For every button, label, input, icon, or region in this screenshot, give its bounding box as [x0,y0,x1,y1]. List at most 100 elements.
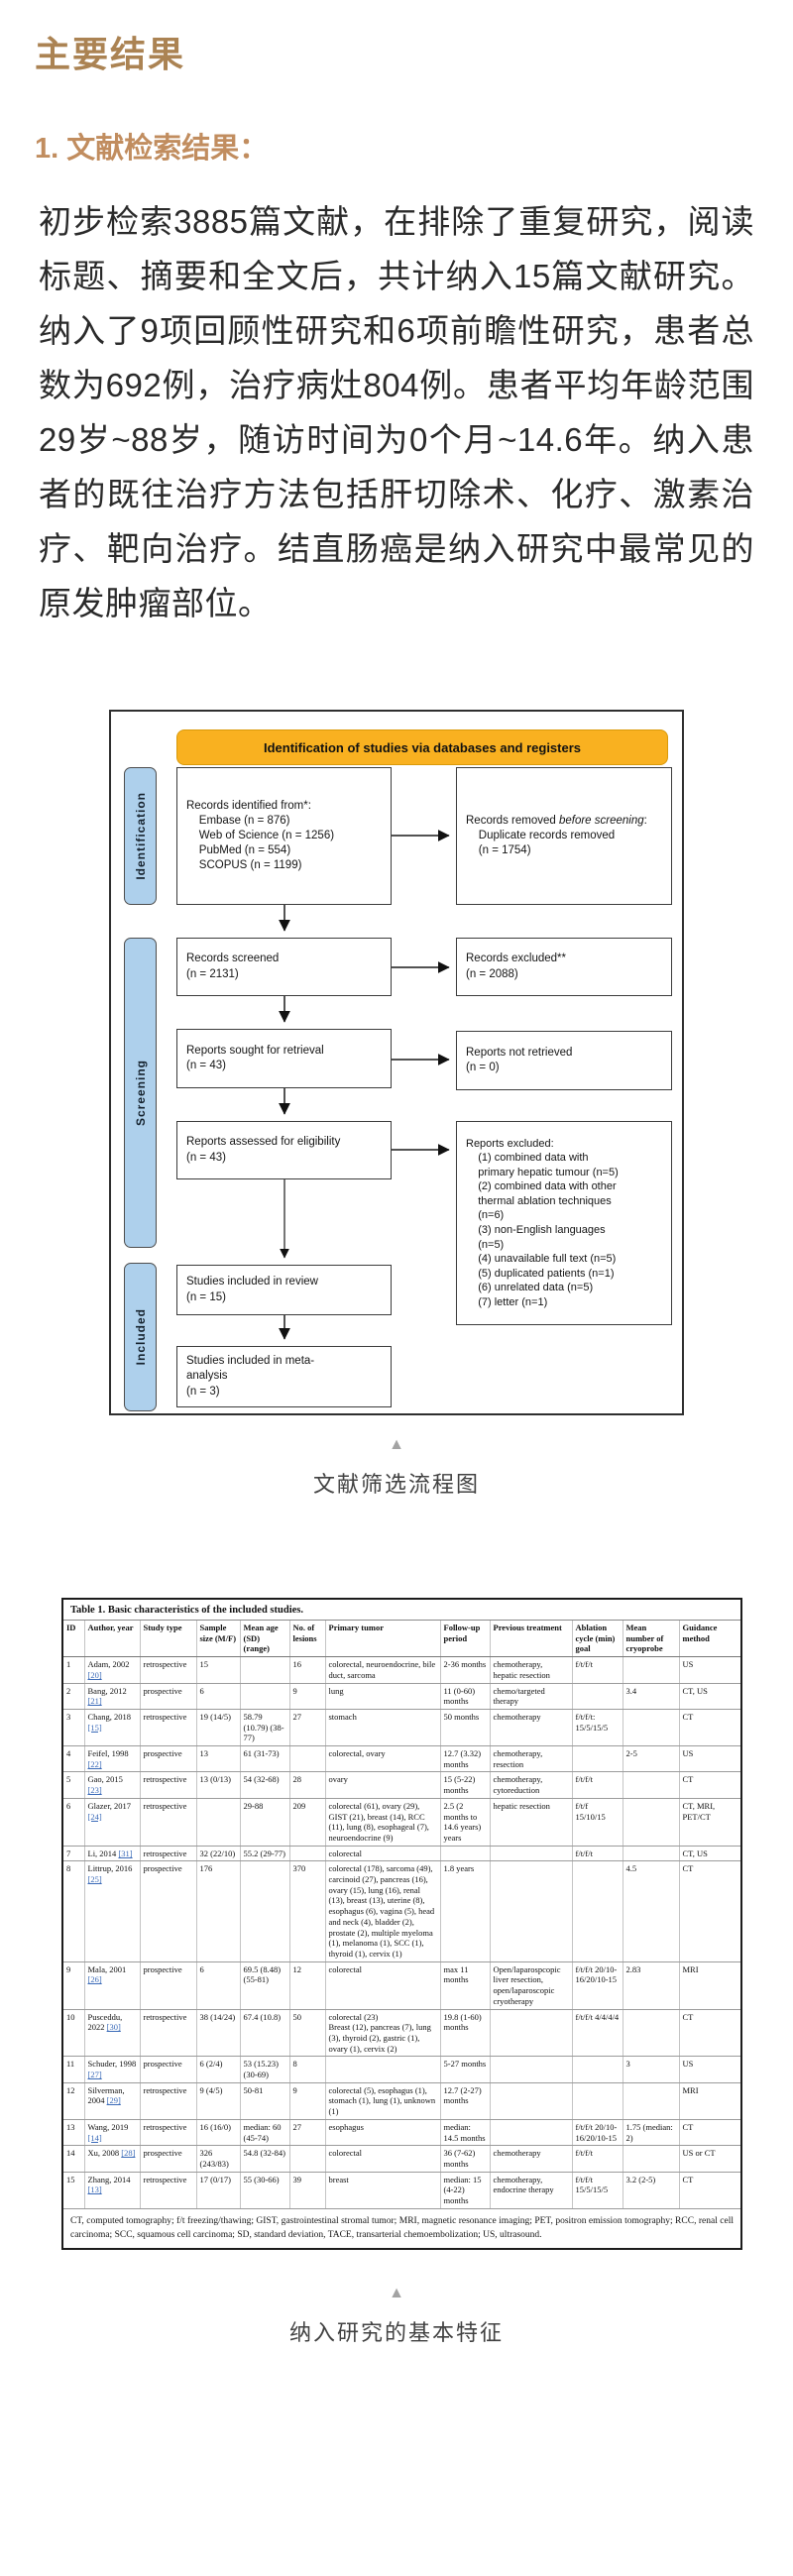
table-cell: f/t/f/t [571,1771,623,1799]
table-cell [622,1846,679,1862]
author-cell: Glazer, 2017 [24] [83,1798,140,1847]
table-cell: 27 [288,2119,325,2147]
reference-link[interactable]: [26] [87,1974,102,1985]
page-title: 主要结果 [35,35,186,74]
table-cell: 55 (30-66) [239,2172,289,2209]
table-cell: retrospective [139,1771,196,1799]
table-cell [489,2009,572,2058]
table-cell: colorectal, ovary [324,1745,440,1773]
table-cell: 15 [195,1656,240,1684]
reference-link[interactable]: [29] [106,2095,121,2106]
author-cell: Gao, 2015 [23] [83,1771,140,1799]
reference-link[interactable]: [30] [106,2022,121,2033]
table-cell: 11 (0-60) months [439,1683,490,1710]
table-cell: colorectal, neuroendocrine, bile duct, s… [324,1656,440,1684]
table-cell: 5-27 months [439,2056,490,2083]
figure1-caption-block: ▲ 文献筛选流程图 [0,1437,793,1499]
table-cell [239,1683,289,1710]
table-cell: prospective [139,1961,196,2010]
table-cell: 50 months [439,1709,490,1747]
table-cell: CT [678,2119,740,2147]
author-cell: Adam, 2002 [20] [83,1656,140,1684]
table-cell: f/t/f/t [571,2145,623,2173]
table-cell: retrospective [139,1709,196,1747]
table-title: Table 1. Basic characteristics of the in… [63,1600,740,1621]
table-cell: chemotherapy, hepatic resection [489,1656,572,1684]
table-cell: CT, US [678,1683,740,1710]
table-cell: 13 [63,2119,84,2147]
table-cell: chemo/targeted therapy [489,1683,572,1710]
diagram-header-banner: Identification of studies via databases … [176,729,668,765]
table-cell: f/t/f/t 4/4/4/4 [571,2009,623,2058]
table-cell: MRI [678,1961,740,2010]
table-cell: lung [324,1683,440,1710]
box-studies-in-meta: Studies included in meta- analysis (n = … [176,1346,392,1407]
table-cell [622,2145,679,2173]
prisma-flow-diagram[interactable]: Identification of studies via databases … [109,710,684,1415]
reference-link[interactable]: [24] [87,1811,102,1822]
reference-link[interactable]: [13] [87,2184,102,2195]
table-cell: 3 [622,2056,679,2083]
author-year: Li, 2014 [87,1848,119,1858]
reference-link[interactable]: [28] [121,2148,136,2159]
table-cell: esophagus [324,2119,440,2147]
table-cell: f/t/f/t 20/10-16/20/10-15 [571,2119,623,2147]
article-page: 主要结果 1. 文献检索结果： 初步检索3885篇文献，在排除了重复研究，阅读标… [0,35,793,2347]
collapse-triangle-icon[interactable]: ▲ [389,1436,404,1453]
reference-link[interactable]: [27] [87,2070,102,2080]
table-cell: 6 [195,1961,240,2010]
table-cell: 17 (0/17) [195,2172,240,2209]
table-cell: 38 (14/24) [195,2009,240,2058]
results-paragraph: 初步检索3885篇文献，在排除了重复研究，阅读标题、摘要和全文后，共计纳入15篇… [39,203,754,621]
column-header: Sample size (M/F) [195,1621,240,1658]
table-cell: 39 [288,2172,325,2209]
characteristics-table[interactable]: Table 1. Basic characteristics of the in… [61,1598,742,2251]
table-cell: US [678,2056,740,2083]
table-cell: colorectal (178), sarcoma (49), carcinoi… [324,1860,440,1962]
table-cell [288,1846,325,1862]
reference-link[interactable]: [25] [87,1874,102,1885]
reference-link[interactable]: [21] [87,1696,102,1707]
column-header: No. of lesions [288,1621,325,1658]
reference-link[interactable]: [22] [87,1758,102,1769]
reference-link[interactable]: [23] [87,1785,102,1796]
author-cell: Littrup, 2016 [25] [83,1860,140,1962]
reference-link[interactable]: [20] [87,1669,102,1680]
table-cell: 50 [288,2009,325,2058]
author-year: Feifel, 1998 [87,1748,129,1759]
table-cell: 8 [63,1860,84,1962]
table-cell: 4 [63,1745,84,1773]
table-cell: 9 (4/5) [195,2082,240,2120]
table-cell: US [678,1656,740,1684]
author-cell: Li, 2014 [31] [83,1846,140,1862]
reference-link[interactable]: [14] [87,2132,102,2143]
table-cell: chemotherapy, resection [489,1745,572,1773]
table-cell [622,1771,679,1799]
reference-link[interactable]: [31] [118,1848,133,1858]
author-year: Glazer, 2017 [87,1800,132,1811]
table-cell: f/t/f/t [571,1656,623,1684]
table-cell: 9 [288,1683,325,1710]
table-cell [439,1846,490,1862]
figure2-caption: 纳入研究的基本特征 [288,2320,504,2346]
table-cell: retrospective [139,1798,196,1847]
author-cell: Xu, 2008 [28] [83,2145,140,2173]
table-cell: 12 [63,2082,84,2120]
table-cell [622,1798,679,1847]
table-cell: prospective [139,2056,196,2083]
table-cell: median: 60 (45-74) [239,2119,289,2147]
collapse-triangle-icon[interactable]: ▲ [389,2285,404,2302]
figure2-caption-block: ▲ 纳入研究的基本特征 [0,2286,793,2347]
author-year: Silverman, 2004 [87,2084,125,2106]
author-cell: Feifel, 1998 [22] [83,1745,140,1773]
table-cell: median: 15 (4-22) months [439,2172,490,2209]
table-cell: 16 [288,1656,325,1684]
reference-link[interactable]: [15] [87,1722,102,1733]
author-cell: Silverman, 2004 [29] [83,2082,140,2120]
